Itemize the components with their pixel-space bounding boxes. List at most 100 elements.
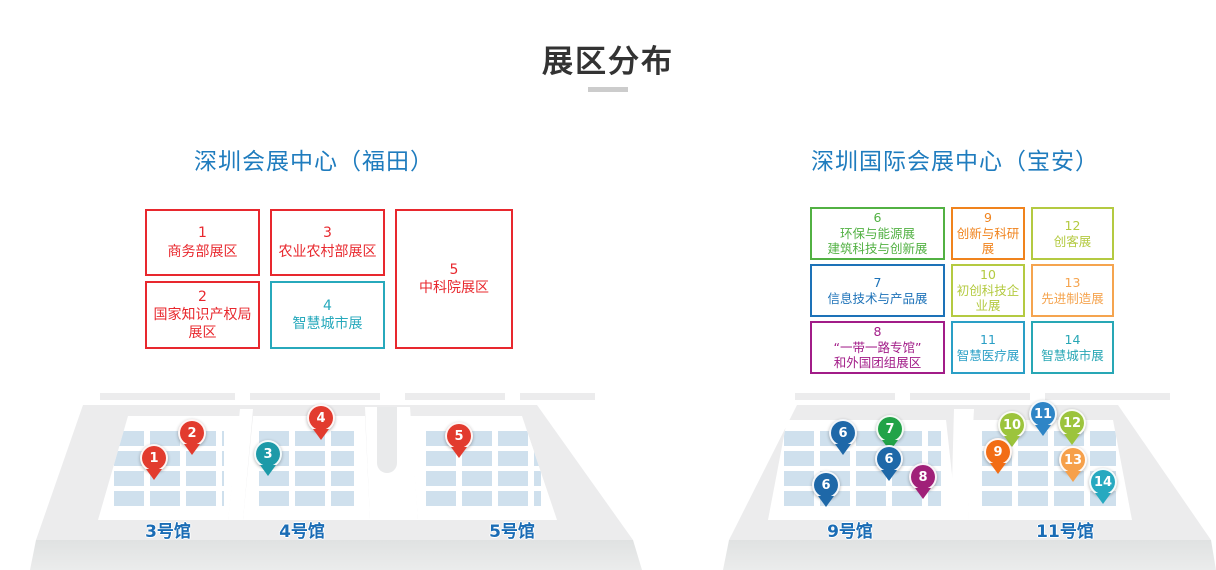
pin-number: 6 [821, 477, 831, 493]
zone-name: 初创科技企业展 [956, 282, 1020, 314]
map-pin-13: 13 [1059, 446, 1087, 474]
page-title: 展区分布 [542, 44, 674, 80]
hall-label-3号馆: 3号馆 [145, 522, 191, 542]
zone-number: 13 [1064, 275, 1081, 290]
hall-label-11号馆: 11号馆 [1036, 522, 1094, 542]
zone-number: 9 [984, 210, 992, 226]
map-pin-3: 3 [254, 440, 282, 468]
pin-number: 10 [1002, 417, 1022, 433]
zone-name: 创客展 [1053, 233, 1092, 249]
map-pin-9: 9 [984, 438, 1012, 466]
map-pin-14: 14 [1089, 468, 1117, 496]
map-pin-6: 6 [829, 419, 857, 447]
map-background-strip [405, 393, 505, 400]
map-background-strip [250, 393, 380, 400]
zone-name: 智慧医疗展 [956, 347, 1020, 363]
zone-number: 14 [1064, 332, 1081, 347]
zone-number: 1 [198, 225, 207, 242]
map-background-strip [910, 393, 1030, 400]
zone-box-5: 5 中科院展区 [395, 209, 513, 349]
booth-blocks [114, 426, 224, 506]
zone-number: 5 [449, 261, 459, 278]
venue-title-futian: 深圳会展中心（福田） [194, 149, 434, 175]
map-pin-4: 4 [307, 404, 335, 432]
zone-name: 商务部展区 [167, 243, 238, 260]
map-pin-7: 7 [876, 415, 904, 443]
pin-number: 5 [454, 428, 464, 444]
pin-number: 7 [885, 421, 895, 437]
hall-label-4号馆: 4号馆 [279, 522, 325, 542]
zone-name: 农业农村部展区 [278, 243, 377, 260]
zone-number: 3 [323, 225, 332, 242]
pin-number: 11 [1033, 406, 1053, 422]
pin-number: 4 [316, 410, 326, 426]
pin-number: 8 [918, 469, 928, 485]
zone-name: 国家知识产权局展区 [153, 306, 252, 342]
map-baoan: 6 7 6 6 8 10 11 12 9 13 14 9号馆 11号馆 [723, 393, 1216, 570]
road-gap [951, 409, 974, 520]
pin-number: 2 [187, 425, 197, 441]
map-background-strip [520, 393, 595, 400]
map-pin-5: 5 [445, 422, 473, 450]
zone-name: 环保与能源展 建筑科技与创新展 [827, 225, 928, 257]
pin-number: 9 [993, 444, 1003, 460]
zone-name: 智慧城市展 [1041, 347, 1104, 363]
zone-name: 中科院展区 [419, 280, 489, 296]
zone-number: 11 [980, 332, 996, 347]
pin-layer: 1 2 3 4 5 [60, 393, 595, 570]
road-strip [377, 407, 397, 473]
venue-title-baoan: 深圳国际会展中心（宝安） [811, 149, 1099, 175]
zone-box-4: 4 智慧城市展 [270, 281, 385, 349]
zone-box-8: 8“一带一路专馆” 和外国团组展区 [810, 321, 945, 374]
map-background-strip [100, 393, 235, 400]
pin-number: 14 [1093, 474, 1113, 490]
pin-layer: 6 7 6 6 8 10 11 12 9 13 14 [740, 393, 1216, 570]
map-futian: 1 2 3 4 5 3号馆 4号馆 5号馆 [30, 393, 642, 570]
map-pin-6: 6 [875, 445, 903, 473]
map-background-strip [1045, 393, 1170, 400]
map-background-strip [795, 393, 895, 400]
zone-number: 2 [198, 288, 207, 305]
map-pin-1: 1 [140, 444, 168, 472]
map-pin-8: 8 [909, 463, 937, 491]
zone-name: 智慧城市展 [292, 316, 363, 332]
hall-label-layer: 9号馆 11号馆 [740, 393, 1216, 570]
hall-label-layer: 3号馆 4号馆 5号馆 [60, 393, 595, 570]
title-underline [588, 87, 628, 92]
zone-name: 信息技术与产品展 [827, 290, 928, 306]
zone-number: 12 [1064, 218, 1081, 233]
zone-number: 10 [980, 267, 996, 283]
hall-label-5号馆: 5号馆 [489, 522, 535, 542]
zone-number: 7 [873, 275, 882, 290]
zone-name: “一带一路专馆” 和外国团组展区 [833, 339, 922, 371]
pin-number: 13 [1063, 452, 1083, 468]
map-pin-12: 12 [1058, 409, 1086, 437]
pin-number: 6 [884, 451, 894, 467]
pin-number: 1 [149, 450, 159, 466]
map-front-face [723, 540, 1216, 570]
hall-label-9号馆: 9号馆 [827, 522, 873, 542]
zone-number: 4 [323, 297, 332, 314]
zone-name: 创新与科研展 [956, 225, 1020, 257]
pin-number: 12 [1062, 415, 1082, 431]
map-pin-6: 6 [812, 471, 840, 499]
pin-number: 6 [838, 425, 848, 441]
map-pin-2: 2 [178, 419, 206, 447]
zone-number: 6 [873, 210, 882, 226]
map-front-face [30, 540, 642, 570]
pin-number: 3 [263, 446, 273, 462]
map-pin-11: 11 [1029, 400, 1057, 428]
